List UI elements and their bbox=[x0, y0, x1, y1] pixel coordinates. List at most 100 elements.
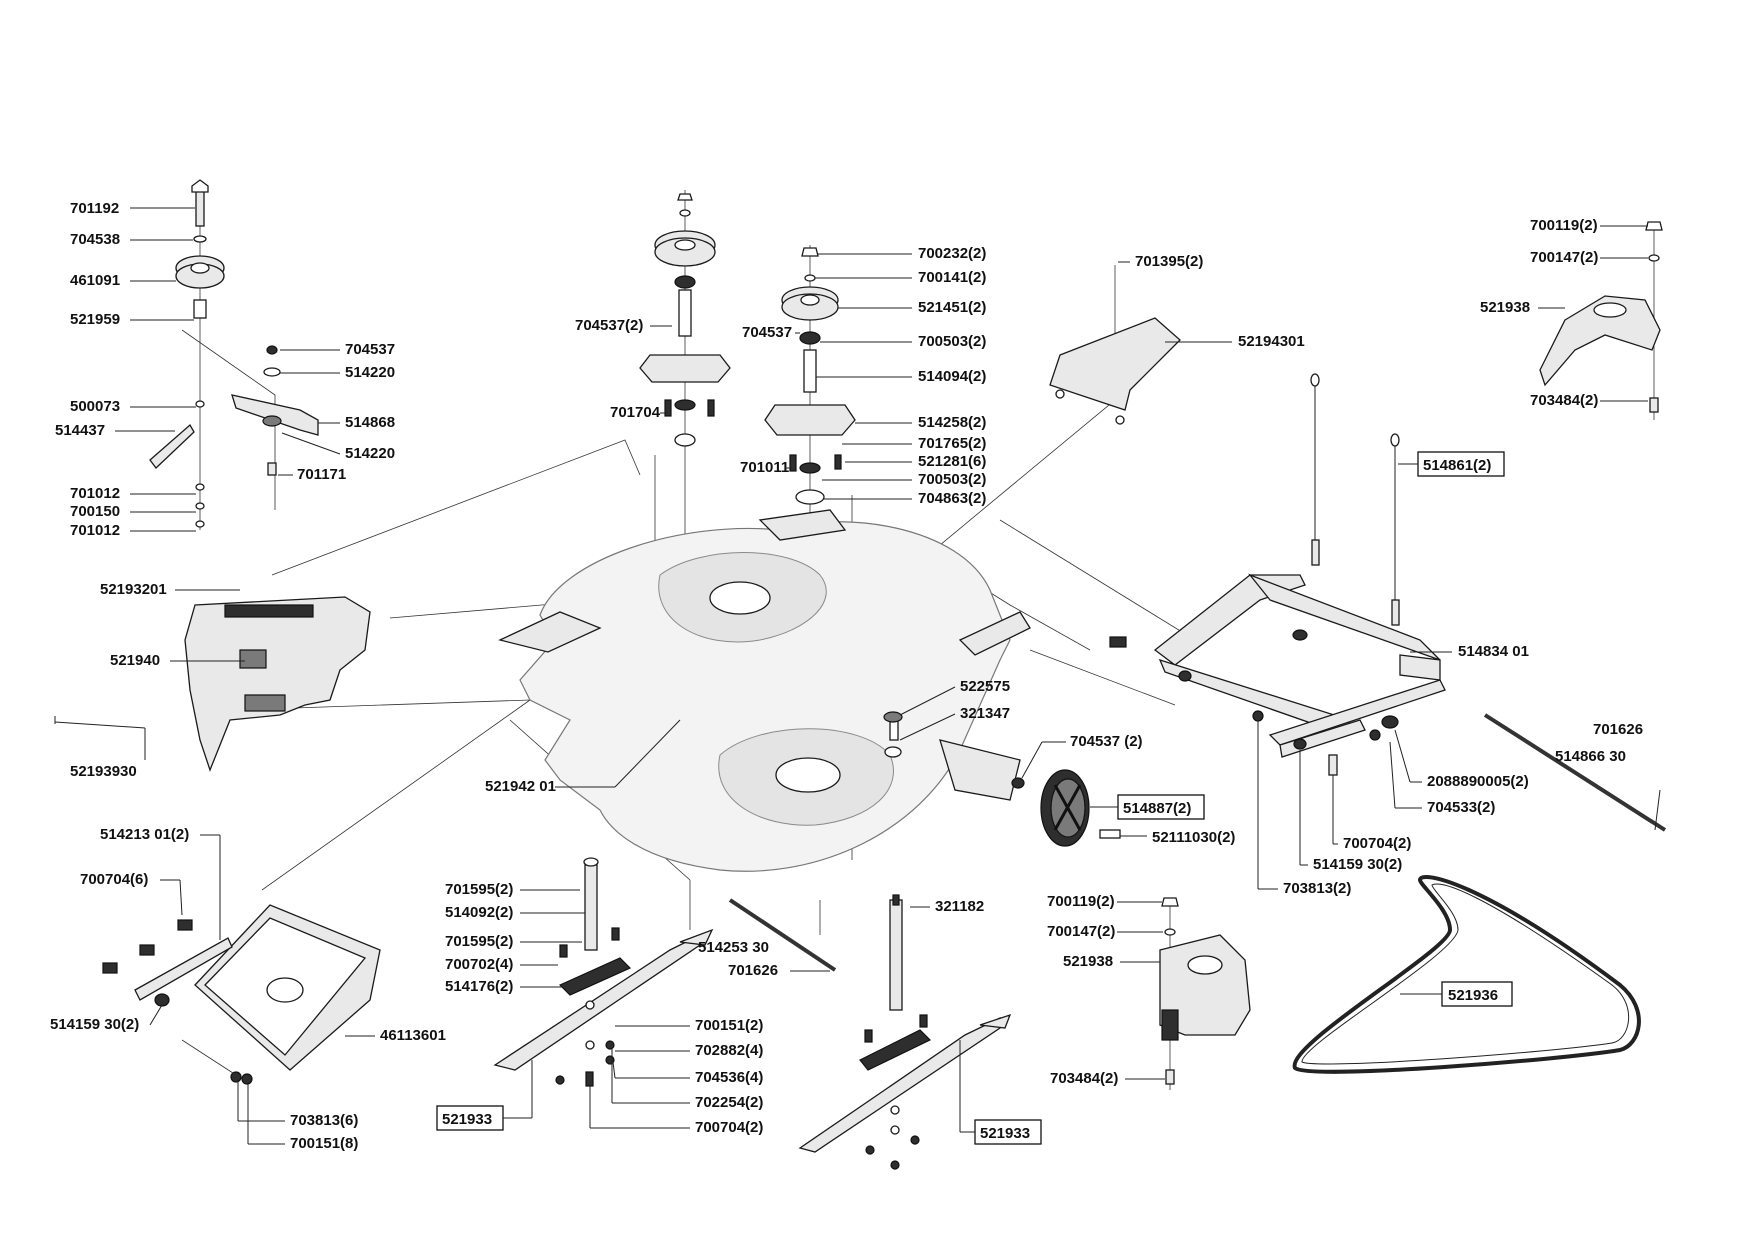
label-700704-2-b: 700704(2) bbox=[695, 1119, 763, 1136]
idler-arm-514868 bbox=[231, 394, 319, 436]
label-514866-30: 514866 30 bbox=[1555, 748, 1626, 765]
left-spindle-assembly bbox=[639, 190, 731, 600]
label-52194301: 52194301 bbox=[1238, 333, 1305, 350]
label-703813-2: 703813(2) bbox=[1283, 880, 1351, 897]
label-701012-b: 701012 bbox=[70, 522, 120, 539]
label-521933-a: 521933 bbox=[442, 1111, 492, 1128]
label-700704-6: 700704(6) bbox=[80, 871, 148, 888]
label-514092: 514092(2) bbox=[445, 904, 513, 921]
label-514220-b: 514220 bbox=[345, 445, 395, 462]
label-701395: 701395(2) bbox=[1135, 253, 1203, 270]
label-703813-6: 703813(6) bbox=[290, 1112, 358, 1129]
mower-deck-521942-01 bbox=[498, 509, 1031, 872]
label-521281: 521281(6) bbox=[918, 453, 986, 470]
label-701626-b: 701626 bbox=[728, 962, 778, 979]
label-521451: 521451(2) bbox=[918, 299, 986, 316]
label-521942-01: 521942 01 bbox=[485, 778, 556, 795]
label-514437: 514437 bbox=[55, 422, 105, 439]
label-701704: 701704 bbox=[610, 404, 661, 421]
label-701595-b: 701595(2) bbox=[445, 933, 513, 950]
label-700151-2: 700151(2) bbox=[695, 1017, 763, 1034]
spacer-521959 bbox=[193, 299, 207, 319]
belt-cover-52194301 bbox=[1049, 265, 1181, 425]
label-704538: 704538 bbox=[70, 231, 120, 248]
label-514213-01: 514213 01(2) bbox=[100, 826, 189, 843]
label-514887: 514887(2) bbox=[1123, 800, 1191, 817]
label-514220-a: 514220 bbox=[345, 364, 395, 381]
label-514258: 514258(2) bbox=[918, 414, 986, 431]
label-702882: 702882(4) bbox=[695, 1042, 763, 1059]
label-704537-2-b: 704537 (2) bbox=[1070, 733, 1143, 750]
label-701171: 701171 bbox=[297, 466, 346, 483]
box-521936 bbox=[1441, 981, 1513, 1007]
label-52111030: 52111030(2) bbox=[1152, 829, 1235, 846]
label-522575: 522575 bbox=[960, 678, 1010, 695]
label-514834-01: 514834 01 bbox=[1458, 643, 1529, 660]
label-521933-b: 521933 bbox=[980, 1125, 1030, 1142]
label-514868: 514868 bbox=[345, 414, 395, 431]
label-514253-30: 514253 30 bbox=[698, 939, 769, 956]
label-700147-a: 700147(2) bbox=[1530, 249, 1598, 266]
rod-514253-30 bbox=[728, 898, 837, 972]
label-700150: 700150 bbox=[70, 503, 120, 520]
label-700119-a: 700119(2) bbox=[1530, 217, 1598, 234]
box-514861 bbox=[1417, 451, 1505, 477]
right-blade-assembly bbox=[798, 894, 1012, 1170]
label-514094: 514094(2) bbox=[918, 368, 986, 385]
label-704863: 704863(2) bbox=[918, 490, 986, 507]
label-700503-b: 700503(2) bbox=[918, 471, 986, 488]
label-700119-b: 700119(2) bbox=[1047, 893, 1115, 910]
label-701012-a: 701012 bbox=[70, 485, 120, 502]
label-52193930: 52193930 bbox=[70, 763, 137, 780]
label-500073: 500073 bbox=[70, 398, 120, 415]
label-514176: 514176(2) bbox=[445, 978, 513, 995]
discharge-chute bbox=[54, 596, 371, 772]
label-321347: 321347 bbox=[960, 705, 1010, 722]
box-521933-a bbox=[436, 1105, 504, 1131]
label-703484-a: 703484(2) bbox=[1530, 392, 1598, 409]
part-labels: 701192 704538 461091 521959 704537 51422… bbox=[50, 200, 1648, 1152]
label-521938-b: 521938 bbox=[1063, 953, 1113, 970]
label-521959: 521959 bbox=[70, 311, 120, 328]
label-700704-2-a: 700704(2) bbox=[1343, 835, 1411, 852]
pulley-cover-bottom-521938 bbox=[1159, 897, 1251, 1090]
label-46113601: 46113601 bbox=[380, 1027, 446, 1044]
label-521936: 521936 bbox=[1448, 987, 1498, 1004]
label-700141: 700141(2) bbox=[918, 269, 986, 286]
washer-704538 bbox=[193, 235, 207, 243]
gauge-wheel-514887 bbox=[1011, 769, 1121, 847]
rod-514866-30 bbox=[1483, 713, 1667, 832]
spring-514437 bbox=[149, 423, 195, 469]
label-52193201: 52193201 bbox=[100, 581, 167, 598]
label-700232: 700232(2) bbox=[918, 245, 986, 262]
label-701626-a: 701626 bbox=[1593, 721, 1643, 738]
label-701011: 701011 bbox=[740, 459, 789, 476]
left-blade-assembly bbox=[493, 857, 714, 1087]
label-514861: 514861(2) bbox=[1423, 457, 1491, 474]
label-704537-a: 704537 bbox=[345, 341, 395, 358]
pulley-cover-top-521938 bbox=[1539, 221, 1663, 420]
label-514159-30-b: 514159 30(2) bbox=[50, 1016, 139, 1033]
label-704537-2-a: 704537(2) bbox=[575, 317, 643, 334]
label-703484-b: 703484(2) bbox=[1050, 1070, 1118, 1087]
label-704536: 704536(4) bbox=[695, 1069, 763, 1086]
label-521938-a: 521938 bbox=[1480, 299, 1530, 316]
lift-frame-514834-01 bbox=[1109, 373, 1446, 776]
right-spindle-assembly bbox=[764, 245, 856, 600]
label-700702: 700702(4) bbox=[445, 956, 513, 973]
box-514887 bbox=[1117, 794, 1205, 820]
label-704533: 704533(2) bbox=[1427, 799, 1495, 816]
label-700503-a: 700503(2) bbox=[918, 333, 986, 350]
label-702254: 702254(2) bbox=[695, 1094, 763, 1111]
label-701765: 701765(2) bbox=[918, 435, 986, 452]
label-700151-8: 700151(8) bbox=[290, 1135, 358, 1152]
drive-belt-521936 bbox=[1292, 874, 1641, 1074]
label-2088890005: 2088890005(2) bbox=[1427, 773, 1529, 790]
label-700147-b: 700147(2) bbox=[1047, 923, 1115, 940]
label-521940: 521940 bbox=[110, 652, 160, 669]
label-701595-a: 701595(2) bbox=[445, 881, 513, 898]
label-704537-b: 704537 bbox=[742, 324, 792, 341]
idler-pulley-assembly bbox=[149, 179, 319, 530]
label-461091: 461091 bbox=[70, 272, 120, 289]
